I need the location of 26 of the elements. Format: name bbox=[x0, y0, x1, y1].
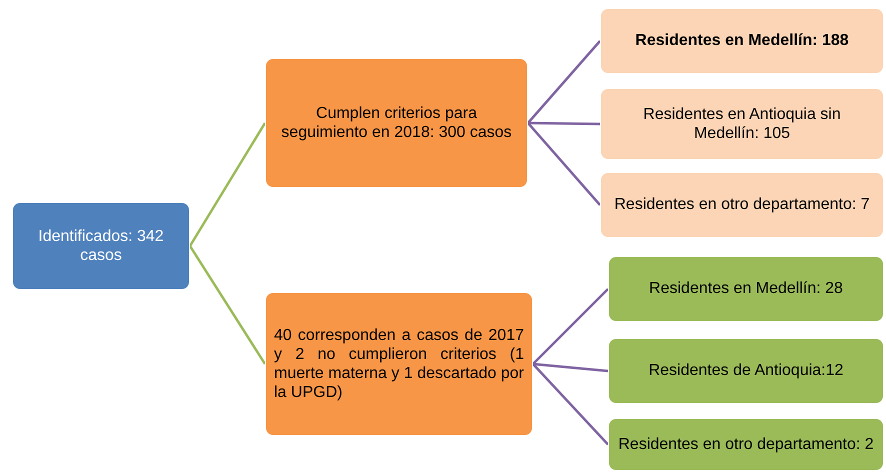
result-box bbox=[600, 172, 884, 238]
process-box bbox=[265, 292, 533, 436]
connector-line bbox=[188, 245, 266, 365]
connector-line bbox=[532, 362, 608, 372]
node-label: Residentes en Medellín: 28 bbox=[649, 279, 843, 299]
result-box bbox=[608, 256, 884, 322]
connector-line bbox=[532, 288, 609, 365]
node-label: Residentes en otro departamento: 7 bbox=[614, 195, 870, 215]
node-label: Identificados: 342 casos bbox=[37, 226, 165, 266]
process-box bbox=[265, 58, 528, 188]
result-box bbox=[600, 88, 884, 160]
result-box bbox=[608, 338, 884, 404]
node-label: Cumplen criterios para seguimiento en 2018: 300 casos bbox=[280, 104, 513, 142]
connector-line bbox=[532, 363, 609, 446]
result-box bbox=[600, 8, 884, 74]
result-box bbox=[608, 418, 884, 471]
start-box bbox=[12, 202, 190, 290]
connector-line bbox=[188, 122, 266, 247]
node-label: Residentes en Antioquia sin Medellín: 105 bbox=[642, 104, 842, 144]
node-label: Residentes de Antioquia:12 bbox=[648, 361, 844, 381]
connector-line bbox=[527, 40, 601, 124]
connector-line bbox=[528, 122, 600, 126]
node-label: Residentes en otro departamento: 2 bbox=[618, 434, 874, 454]
connector-line bbox=[527, 122, 601, 206]
node-label: Residentes en Medellín: 188 bbox=[635, 31, 849, 51]
node-label: 40 corresponden a casos de 2017 y 2 no cumplieron criterios (1 muerte materna y 1 descartado por la UPGD) bbox=[274, 326, 524, 402]
